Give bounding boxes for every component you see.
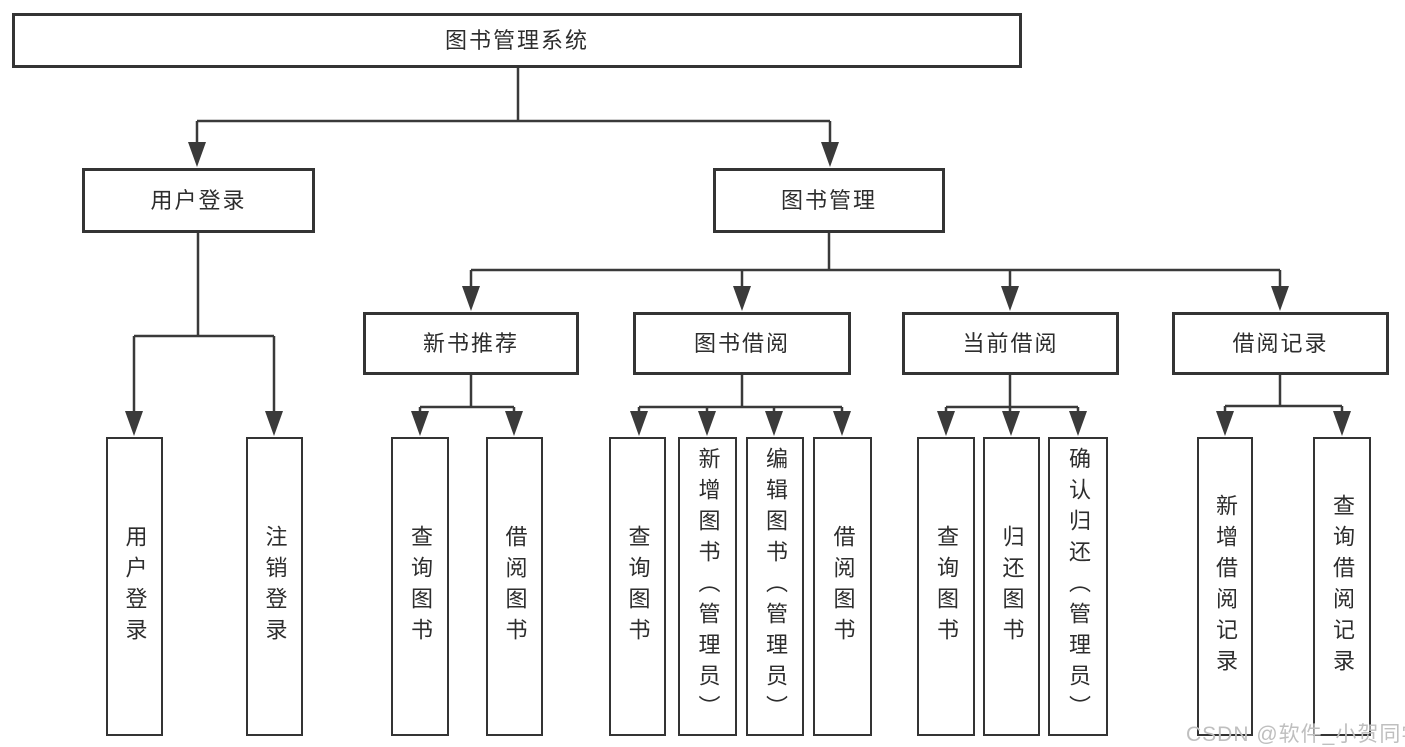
leaf-add-borrow-record: 新增借阅记录 bbox=[1197, 437, 1253, 736]
leaf-label: 确认归还（管理员） bbox=[1066, 447, 1091, 726]
leaf-query-books-current: 查询图书 bbox=[917, 437, 975, 736]
leaf-label: 新增借阅记录 bbox=[1213, 493, 1238, 680]
leaf-query-borrow-record: 查询借阅记录 bbox=[1313, 437, 1371, 736]
leaf-label: 用户登录 bbox=[122, 524, 148, 649]
leaf-query-books-borrowing: 查询图书 bbox=[609, 437, 666, 736]
leaf-label: 编辑图书（管理员） bbox=[763, 447, 788, 726]
node-label: 借阅记录 bbox=[1232, 330, 1329, 356]
leaf-return-books: 归还图书 bbox=[983, 437, 1040, 736]
connector-root-to-level2 bbox=[195, 68, 832, 145]
node-label: 用户登录 bbox=[150, 187, 247, 213]
node-label: 新书推荐 bbox=[422, 330, 519, 356]
node-label: 图书管理系统 bbox=[444, 27, 589, 53]
node-book-management: 图书管理 bbox=[713, 168, 945, 233]
node-borrow-records: 借阅记录 bbox=[1172, 312, 1389, 375]
leaf-label: 查询图书 bbox=[625, 524, 651, 649]
arrowheads bbox=[125, 142, 1351, 436]
watermark: CSDN @软件_小贺同学 bbox=[1186, 723, 1405, 746]
leaf-borrow-books-recommend: 借阅图书 bbox=[486, 437, 543, 736]
node-library-system: 图书管理系统 bbox=[12, 13, 1022, 68]
connector-user-login-branch bbox=[132, 233, 276, 414]
node-new-book-recommendation: 新书推荐 bbox=[363, 312, 579, 375]
leaf-confirm-return-admin: 确认归还（管理员） bbox=[1048, 437, 1108, 736]
connector-borrow-records-branch bbox=[1223, 375, 1344, 414]
leaf-logout: 注销登录 bbox=[246, 437, 303, 736]
node-user-login: 用户登录 bbox=[82, 168, 315, 233]
node-label: 当前借阅 bbox=[962, 330, 1059, 356]
connector-current-borrowing-branch bbox=[944, 375, 1080, 414]
leaf-label: 借阅图书 bbox=[502, 524, 528, 649]
leaf-query-books-recommend: 查询图书 bbox=[391, 437, 449, 736]
leaf-label: 借阅图书 bbox=[830, 524, 856, 649]
node-label: 图书借阅 bbox=[693, 330, 790, 356]
leaf-label: 查询图书 bbox=[408, 524, 433, 649]
node-current-borrowing: 当前借阅 bbox=[902, 312, 1119, 375]
leaf-user-login: 用户登录 bbox=[106, 437, 163, 736]
node-label: 图书管理 bbox=[780, 187, 877, 213]
connector-book-management-branch bbox=[469, 233, 1282, 289]
leaf-add-books-admin: 新增图书（管理员） bbox=[678, 437, 737, 736]
leaf-borrow-books-borrowing: 借阅图书 bbox=[813, 437, 872, 736]
connector-book-borrowing-branch bbox=[637, 375, 844, 414]
leaf-label: 注销登录 bbox=[262, 524, 288, 649]
leaf-label: 归还图书 bbox=[999, 524, 1025, 649]
leaf-label: 新增图书（管理员） bbox=[695, 447, 721, 726]
connector-new-book-branch bbox=[418, 375, 516, 414]
leaf-label: 查询借阅记录 bbox=[1330, 493, 1355, 680]
leaf-label: 查询图书 bbox=[934, 524, 959, 649]
leaf-edit-books-admin: 编辑图书（管理员） bbox=[746, 437, 804, 736]
node-book-borrowing: 图书借阅 bbox=[633, 312, 851, 375]
